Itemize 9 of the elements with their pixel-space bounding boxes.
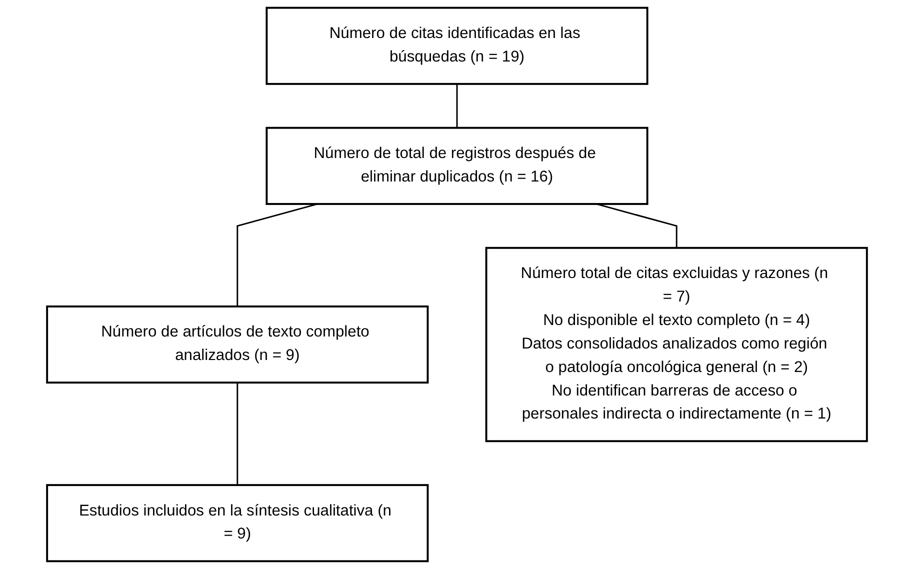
node-box: Número total de citas excluidas y razones (n = 7) No disponible el texto completo (n = 4) Datos consolidados analizados como región o patología oncológica general (n = 2) No identifican barreras de acceso o personales indirecta o indirectamente (n = 1)	[485, 246, 868, 442]
node-box: Número de citas identificadas en las búsquedas (n = 19)	[266, 6, 648, 85]
node-box: Estudios incluidos en la síntesis cualitativa (n = 9)	[46, 484, 429, 562]
node-box: Número de total de registros después de eliminar duplicados (n = 16)	[266, 126, 648, 205]
connector	[596, 203, 678, 248]
node-box: Número de artículos de texto completo analizados (n = 9)	[46, 305, 429, 384]
connector	[236, 382, 238, 486]
connector	[236, 203, 318, 306]
connector	[456, 84, 458, 128]
